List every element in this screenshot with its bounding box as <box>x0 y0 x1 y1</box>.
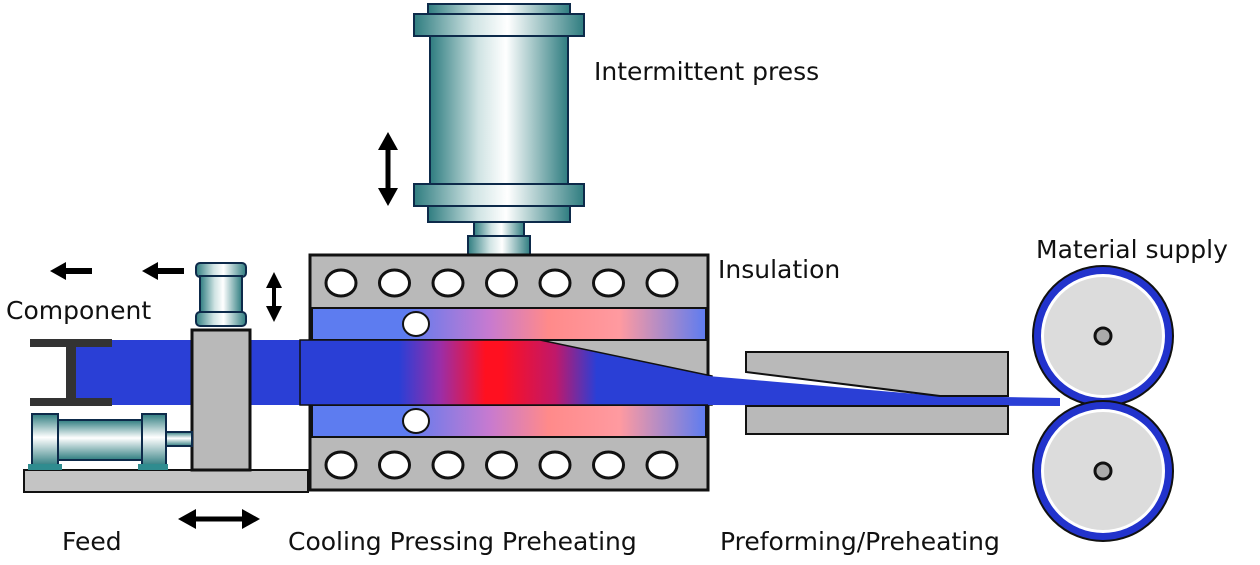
label-component: Component <box>6 296 151 325</box>
cooling-hole <box>402 408 430 434</box>
lower-die <box>311 404 707 438</box>
label-intermittent-press: Intermittent press <box>594 57 819 86</box>
label-insulation: Insulation <box>718 255 840 284</box>
clamp-cylinder <box>195 262 247 327</box>
material-supply-rollers <box>1032 265 1174 542</box>
heater-hole <box>324 268 358 298</box>
label-process-zones: Cooling Pressing Preheating <box>288 527 637 556</box>
roller-bottom <box>1032 400 1174 542</box>
heater-hole <box>592 450 625 480</box>
material-taper <box>708 376 1060 406</box>
heater-hole <box>645 450 679 480</box>
roller-top <box>1032 265 1174 407</box>
heater-hole <box>431 450 465 480</box>
intermittent-press <box>413 3 585 257</box>
feed-gripper-block <box>190 328 252 472</box>
heater-hole <box>324 450 358 480</box>
heater-hole <box>378 450 411 480</box>
component-flow-arrow-icon <box>50 262 92 280</box>
heater-hole <box>431 268 465 298</box>
preforming-die <box>745 351 1009 435</box>
heater-hole <box>538 268 572 298</box>
press-motion-arrow-icon <box>378 132 398 206</box>
heater-hole <box>485 268 518 298</box>
clamp-motion-arrow-icon <box>266 272 282 322</box>
label-feed: Feed <box>62 527 122 556</box>
insulation-heater-row-top <box>324 268 679 298</box>
feed-cylinder <box>28 413 193 470</box>
upper-die <box>311 307 707 341</box>
cooling-hole <box>402 311 430 337</box>
feed-motion-arrow-icon <box>178 509 260 529</box>
heater-hole <box>645 268 679 298</box>
heater-hole <box>592 268 625 298</box>
label-preforming-preheating: Preforming/Preheating <box>720 527 1000 556</box>
feed-base-plate <box>23 469 309 493</box>
heater-hole <box>485 450 518 480</box>
heater-hole <box>378 268 411 298</box>
label-material-supply: Material supply <box>1036 235 1228 264</box>
component-bracket <box>30 339 112 406</box>
heater-hole <box>538 450 572 480</box>
insulation-heater-row-bottom <box>324 450 679 480</box>
component-flow-arrow-icon <box>142 262 184 280</box>
